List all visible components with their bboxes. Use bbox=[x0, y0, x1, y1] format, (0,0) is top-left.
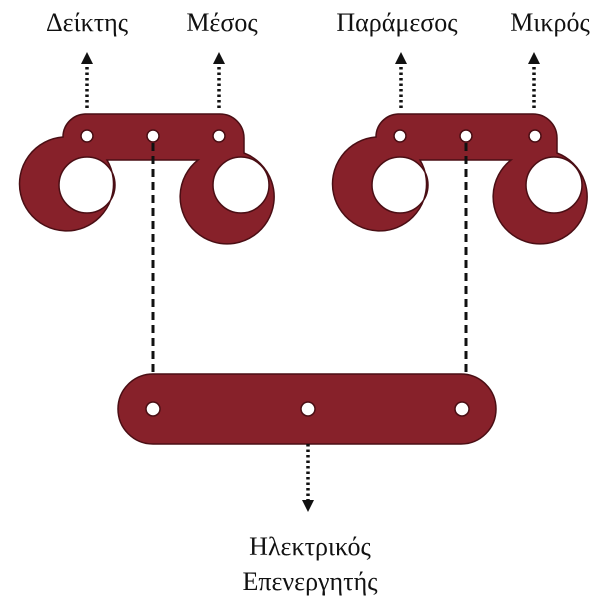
arrow-to-ring bbox=[395, 52, 407, 108]
actuator-bar bbox=[117, 373, 497, 445]
label-actuator-line2: Επενεργητής bbox=[242, 567, 378, 596]
label-middle-finger: Μέσος bbox=[186, 8, 258, 37]
right-rocker-link bbox=[331, 113, 588, 245]
label-index-finger: Δείκτης bbox=[46, 8, 129, 37]
arrow-to-index bbox=[81, 52, 93, 108]
label-ring-finger: Παράμεσος bbox=[336, 8, 458, 37]
label-little-finger: Μικρός bbox=[510, 8, 590, 37]
left-rocker-link bbox=[18, 113, 275, 245]
label-actuator-line1: Ηλεκτρικός bbox=[249, 532, 371, 561]
arrow-to-little bbox=[528, 52, 540, 108]
arrow-to-middle bbox=[213, 52, 225, 108]
arrow-to-actuator bbox=[302, 444, 314, 512]
